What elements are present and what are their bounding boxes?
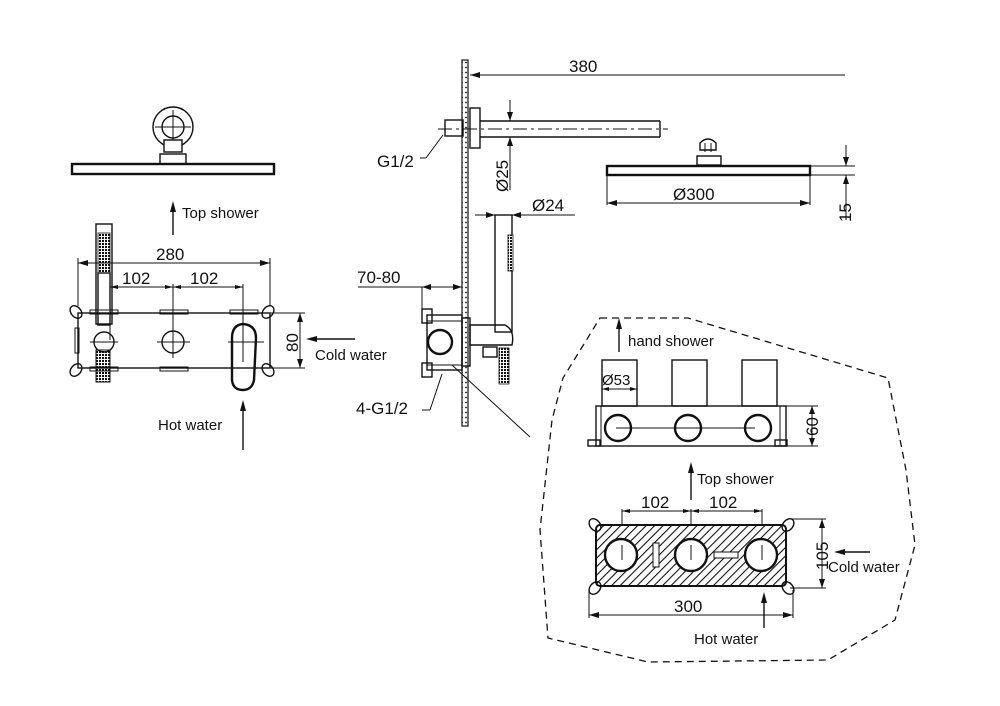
hot-water-label-left: Hot water — [158, 417, 222, 434]
dimension-arm-diameter: Ø25 — [493, 100, 513, 192]
g12-4-leader: 4-G1/2 — [356, 373, 443, 418]
dim-80: 80 — [283, 333, 302, 352]
g12-label: G1/2 — [377, 152, 414, 171]
shower-arm-side — [438, 107, 668, 149]
dim-300-box: 300 — [674, 597, 702, 616]
dim-300-head: Ø300 — [673, 185, 715, 204]
g12-4-label: 4-G1/2 — [356, 399, 408, 418]
top-shower-label: Top shower — [182, 205, 259, 222]
dimension-15: 15 — [810, 145, 855, 222]
cold-water-indicator-left: Cold water — [306, 336, 387, 364]
top-shower-indicator-detail: Top shower — [688, 462, 774, 500]
mixer-box-side: Ø53 — [587, 359, 788, 447]
hand-shower-indicator: hand shower — [616, 318, 714, 352]
dimension-80: 80 — [270, 312, 305, 369]
lever-handle — [230, 322, 258, 392]
mixer-front-plate — [69, 305, 275, 392]
dim-280: 280 — [156, 245, 184, 264]
top-shower-indicator: Top shower — [170, 201, 259, 235]
hand-shower-side: Ø24 — [469, 196, 575, 385]
hot-water-label-detail: Hot water — [694, 631, 758, 648]
dimension-280: 280 — [77, 245, 271, 306]
dim-102-left: 102 — [122, 269, 150, 288]
g12-leader: G1/2 — [377, 134, 444, 171]
top-shower-plate — [70, 162, 276, 176]
mixer-body-side — [421, 308, 471, 378]
cold-water-label-detail: Cold water — [828, 559, 900, 576]
cold-water-indicator-detail: Cold water — [828, 549, 900, 576]
detail-callout-boundary — [539, 317, 916, 663]
wall-section — [461, 59, 469, 427]
dimension-60: 60 — [786, 405, 822, 447]
hand-shower-label: hand shower — [628, 333, 714, 350]
dimension-105: 105 — [790, 518, 832, 589]
dim-15: 15 — [836, 203, 855, 222]
dim-24: Ø24 — [532, 196, 564, 215]
dim-70-80: 70-80 — [357, 268, 400, 287]
hot-water-indicator-left: Hot water — [158, 400, 246, 450]
dim-25: Ø25 — [493, 160, 512, 192]
dim-380: 380 — [569, 57, 597, 76]
dim-102-right: 102 — [190, 269, 218, 288]
detail-leader-line — [451, 364, 531, 438]
top-shower-label-detail: Top shower — [697, 471, 774, 488]
shower-head-side: Ø300 — [605, 138, 812, 206]
dimension-380: 380 — [470, 57, 845, 78]
dim-102-box-right: 102 — [709, 493, 737, 512]
hot-water-indicator-detail: Hot water — [694, 592, 767, 648]
dimension-70-80: 70-80 — [357, 268, 462, 309]
cold-water-label-left: Cold water — [315, 347, 387, 364]
dim-60: 60 — [803, 417, 822, 436]
dim-105: 105 — [813, 542, 832, 570]
dim-102-box-left: 102 — [641, 493, 669, 512]
top-shower-top-view — [70, 106, 276, 176]
shower-head-plate — [605, 164, 812, 177]
dimension-300-box: 300 — [588, 590, 794, 618]
mixer-box-front — [588, 518, 795, 595]
dim-53: Ø53 — [602, 372, 630, 389]
dimension-102-102-front: 102 102 — [109, 269, 244, 362]
